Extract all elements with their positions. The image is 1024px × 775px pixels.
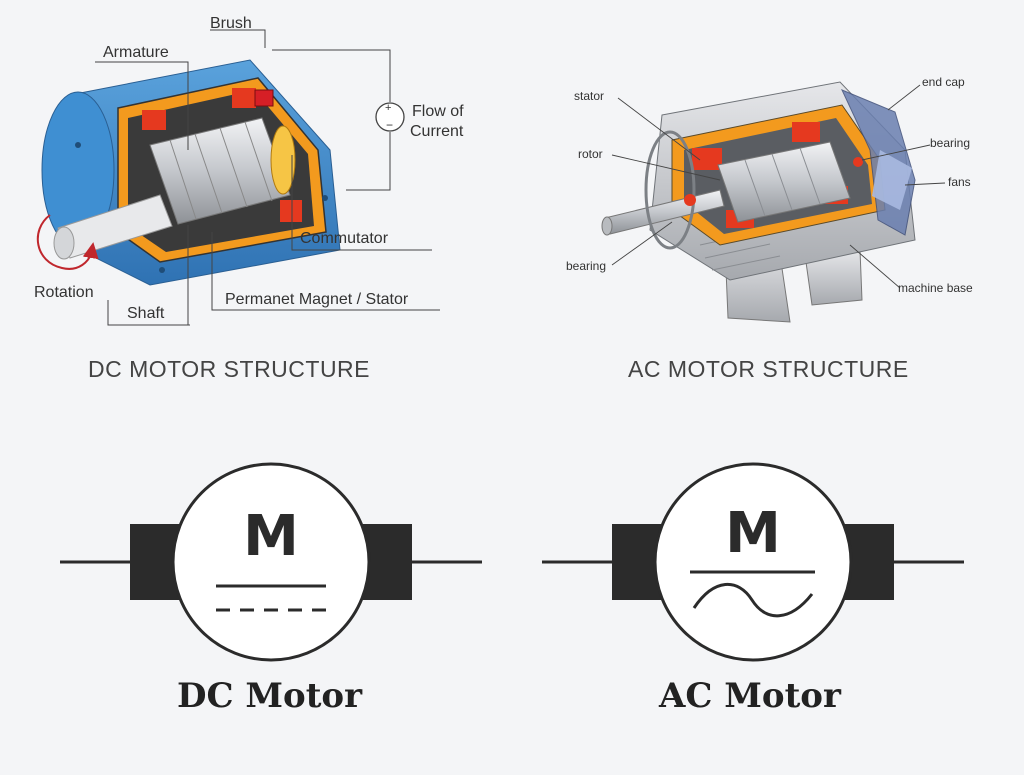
ac-symbol-sine-wave xyxy=(692,583,814,618)
label-armature: Armature xyxy=(103,44,169,61)
ac-symbol-caption: AC Motor xyxy=(659,676,841,716)
label-commutator: Commutator xyxy=(300,230,389,247)
label-rotation: Rotation xyxy=(34,284,94,301)
label-flow-of: Flow of xyxy=(412,103,464,120)
dc-current-source xyxy=(375,102,405,132)
ac-end-shield xyxy=(644,130,696,250)
ac-structure-title: AC MOTOR STRUCTURE xyxy=(628,356,909,382)
ac-symbol-circle xyxy=(653,462,853,662)
label-machine-base: machine base xyxy=(898,281,973,295)
ac-stator-winding xyxy=(692,148,722,170)
label-current: Current xyxy=(410,123,464,140)
label-end-cap: end cap xyxy=(922,75,965,89)
dc-motor-illustration xyxy=(36,59,341,286)
dc-structure-title: DC MOTOR STRUCTURE xyxy=(88,356,371,382)
ac-motor-symbol: M xyxy=(542,462,964,662)
dc-rotation-arrow xyxy=(36,214,99,270)
label-fans: fans xyxy=(948,175,971,189)
ac-fan xyxy=(872,150,912,210)
ac-rotor xyxy=(717,141,851,223)
label-shaft: Shaft xyxy=(127,305,165,322)
dc-motor-symbol: M xyxy=(60,462,482,662)
svg-text:+: + xyxy=(385,102,391,114)
dc-armature-core xyxy=(149,117,291,225)
svg-text:−: − xyxy=(386,118,393,132)
ac-leader-lines xyxy=(611,84,946,289)
dc-leader-lines xyxy=(95,29,440,326)
dc-commutator xyxy=(270,125,296,195)
label-bearing-right: bearing xyxy=(930,136,970,150)
dc-magnet-top xyxy=(142,110,166,130)
label-bearing-left: bearing xyxy=(566,259,606,273)
dc-symbol-caption: DC Motor xyxy=(177,676,362,716)
label-magnet-stator: Permanet Magnet / Stator xyxy=(225,291,409,308)
dc-symbol-letter: M xyxy=(243,504,299,569)
label-rotor: rotor xyxy=(578,147,603,161)
label-brush: Brush xyxy=(210,15,252,32)
ac-motor-illustration xyxy=(601,81,916,323)
label-stator: stator xyxy=(574,89,604,103)
ac-symbol-letter: M xyxy=(725,501,781,566)
dc-brush xyxy=(254,89,274,107)
